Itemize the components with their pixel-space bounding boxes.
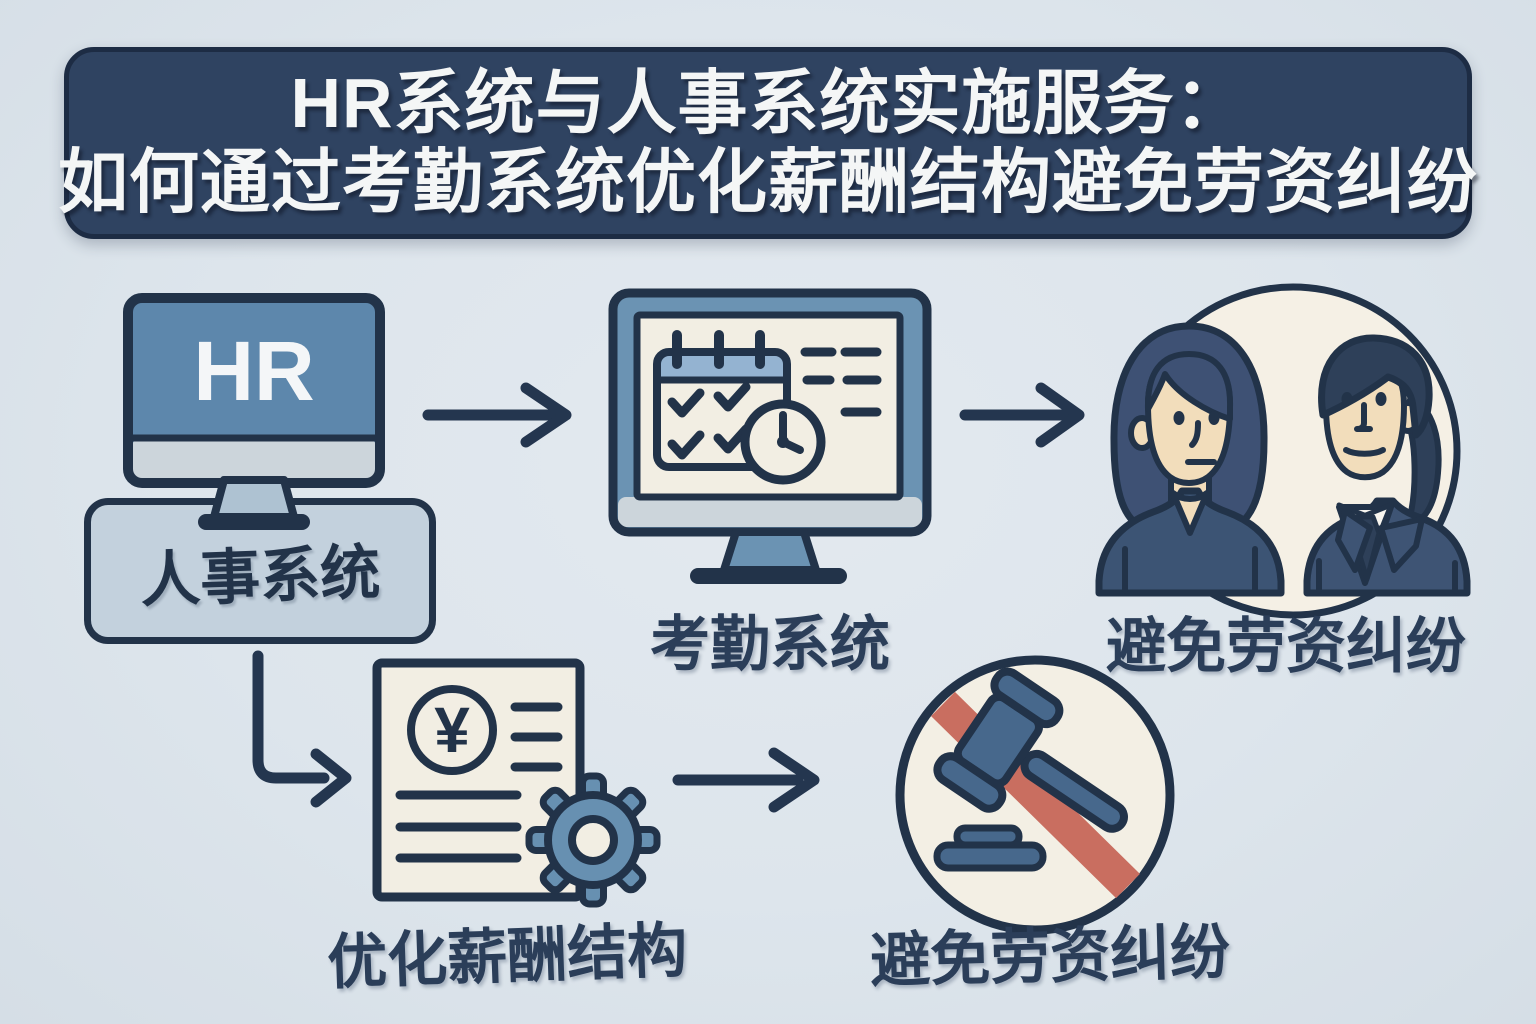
salary-document-icon: ¥ xyxy=(372,658,661,908)
employees-icon xyxy=(1095,283,1471,619)
screen-text-lines xyxy=(800,347,882,417)
hr-screen-text: HR xyxy=(193,324,314,418)
title-banner: HR系统与人事系统实施服务： 如何通过考勤系统优化薪酬结构避免劳资纠纷 xyxy=(58,47,1477,239)
arrow-right-2-icon xyxy=(959,382,1085,448)
no-lawsuit-icon xyxy=(895,655,1175,935)
attendance-monitor-icon xyxy=(608,288,932,584)
dispute-top-label: 避免劳资纠纷 xyxy=(1106,613,1466,680)
yen-symbol: ¥ xyxy=(434,694,470,766)
yen-circle-icon: ¥ xyxy=(407,685,497,775)
clock-icon xyxy=(740,399,826,485)
arrow-right-3-icon xyxy=(672,747,820,813)
banner-title-line1: HR系统与人事系统实施服务： xyxy=(290,64,1246,142)
banner-title-line2: 如何通过考勤系统优化薪酬结构避免劳资纠纷 xyxy=(58,143,1478,221)
attendance-label: 考勤系统 xyxy=(650,611,890,678)
arrow-right-1-icon xyxy=(422,382,572,448)
corner-arrow-icon xyxy=(252,650,352,808)
man-figure xyxy=(1303,334,1471,597)
gavel-icon xyxy=(933,667,1128,872)
dispute-bottom-label: 避免劳资纠纷 xyxy=(869,918,1231,995)
gear-icon xyxy=(525,772,661,908)
salary-label: 优化薪酬结构 xyxy=(326,916,689,997)
hr-monitor-icon: HR xyxy=(123,293,385,530)
woman-figure xyxy=(1095,322,1285,597)
